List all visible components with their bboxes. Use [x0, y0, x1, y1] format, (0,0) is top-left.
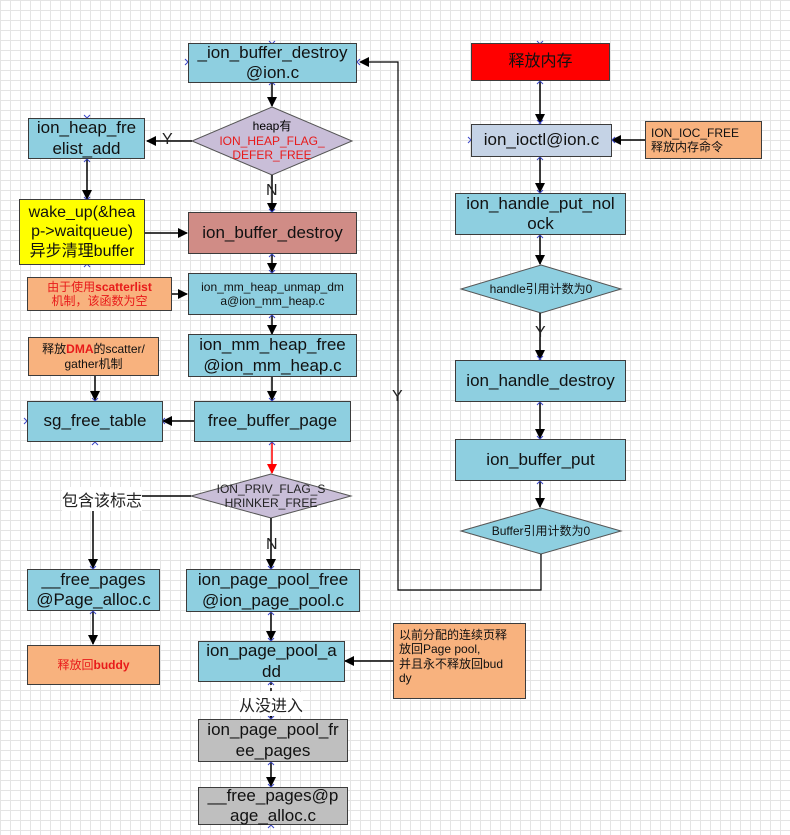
buddy-note-keyword: buddy: [93, 657, 130, 672]
page-pool-note: 以前分配的连续页释 放回Page pool, 并且永不释放回bud dy: [393, 623, 526, 699]
shrinker-flag-decision-label: ION_PRIV_FLAG_S HRINKER_FREE: [216, 481, 326, 510]
scatterlist-note-part-c: 机制，该函数为空: [51, 294, 148, 308]
buffer-refcount-yes-label: Y: [392, 388, 403, 405]
ion-mm-heap-unmap-dma-node: ion_mm_heap_unmap_dm a@ion_mm_heap.c: [188, 273, 357, 315]
buddy-note-text: 释放回buddy: [57, 658, 129, 672]
ion-buffer-destroy-top-node: _ion_buffer_destroy @ion.c: [188, 43, 357, 83]
free-pages-node: __free_pages @Page_alloc.c: [27, 569, 160, 611]
scatterlist-note-text: 由于使用scatterlist 机制，该函数为空: [47, 280, 152, 309]
ion-buffer-destroy-node: ion_buffer_destroy: [188, 212, 357, 254]
buddy-note-part-a: 释放回: [57, 657, 94, 672]
release-memory-start-node: 释放内存: [471, 43, 610, 81]
free-pages-bottom-node: __free_pages@p age_alloc.c: [198, 786, 348, 825]
ion-handle-put-nolock-node: ion_handle_put_nol ock: [455, 193, 626, 235]
heap-flag-yes-label: Y: [162, 131, 173, 148]
ion-mm-heap-free-node: ion_mm_heap_free @ion_mm_heap.c: [188, 334, 357, 377]
heap-flag-decision-flag: ION_HEAP_FLAG_ DEFER_FREE: [219, 133, 325, 163]
heap-flag-decision-label: heap有 ION_HEAP_FLAG_ DEFER_FREE: [212, 114, 332, 168]
dma-note-keyword: DMA: [66, 342, 94, 357]
ion-page-pool-free-node: ion_page_pool_free @ion_page_pool.c: [186, 569, 360, 612]
ion-ioctl-node: ion_ioctl@ion.c: [471, 124, 612, 157]
scatterlist-note: 由于使用scatterlist 机制，该函数为空: [27, 277, 172, 311]
buffer-refcount-decision-label: Buffer引用计数为0: [491, 523, 591, 538]
free-buffer-page-node: free_buffer_page: [194, 401, 351, 442]
handle-refcount-decision-label: handle引用计数为0: [489, 281, 593, 296]
heap-flag-decision-prefix: heap有: [252, 119, 292, 134]
never-entered-label: 从没进入: [239, 692, 304, 716]
ion-page-pool-add-node: ion_page_pool_a dd: [198, 641, 345, 682]
sg-free-table-node: sg_free_table: [27, 401, 163, 442]
dma-note-text: 释放DMA的scatter/ gather机制: [42, 342, 145, 371]
dma-note-part-c: 的scatter/ gather机制: [64, 342, 145, 371]
ion-heap-freelist-add-node: ion_heap_fre elist_add: [28, 118, 145, 159]
dma-scatter-gather-note: 释放DMA的scatter/ gather机制: [28, 337, 159, 376]
handle-refcount-decision-diamond: [459, 264, 623, 314]
edge-buffercheck-yes-loop: [359, 57, 542, 591]
ion-page-pool-free-pages-node: ion_page_pool_fr ee_pages: [198, 719, 348, 762]
handle-refcount-yes-label: Y: [535, 324, 546, 341]
scatterlist-note-keyword: scatterlist: [95, 279, 152, 294]
release-to-buddy-note: 释放回buddy: [27, 645, 160, 685]
ion-ioc-free-note: ION_IOC_FREE 释放内存命令: [645, 121, 762, 159]
heap-flag-no-label: N: [266, 182, 278, 199]
ion-handle-destroy-node: ion_handle_destroy: [455, 360, 626, 402]
contains-flag-label: 包含该标志: [62, 487, 143, 511]
wake-up-node: wake_up(&hea p->waitqueue) 异步清理buffer: [19, 199, 145, 265]
dma-note-part-a: 释放: [42, 342, 67, 357]
shrinker-no-label: N: [266, 536, 278, 553]
ion-buffer-put-node: ion_buffer_put: [455, 439, 626, 481]
scatterlist-note-part-a: 由于使用: [47, 279, 96, 294]
